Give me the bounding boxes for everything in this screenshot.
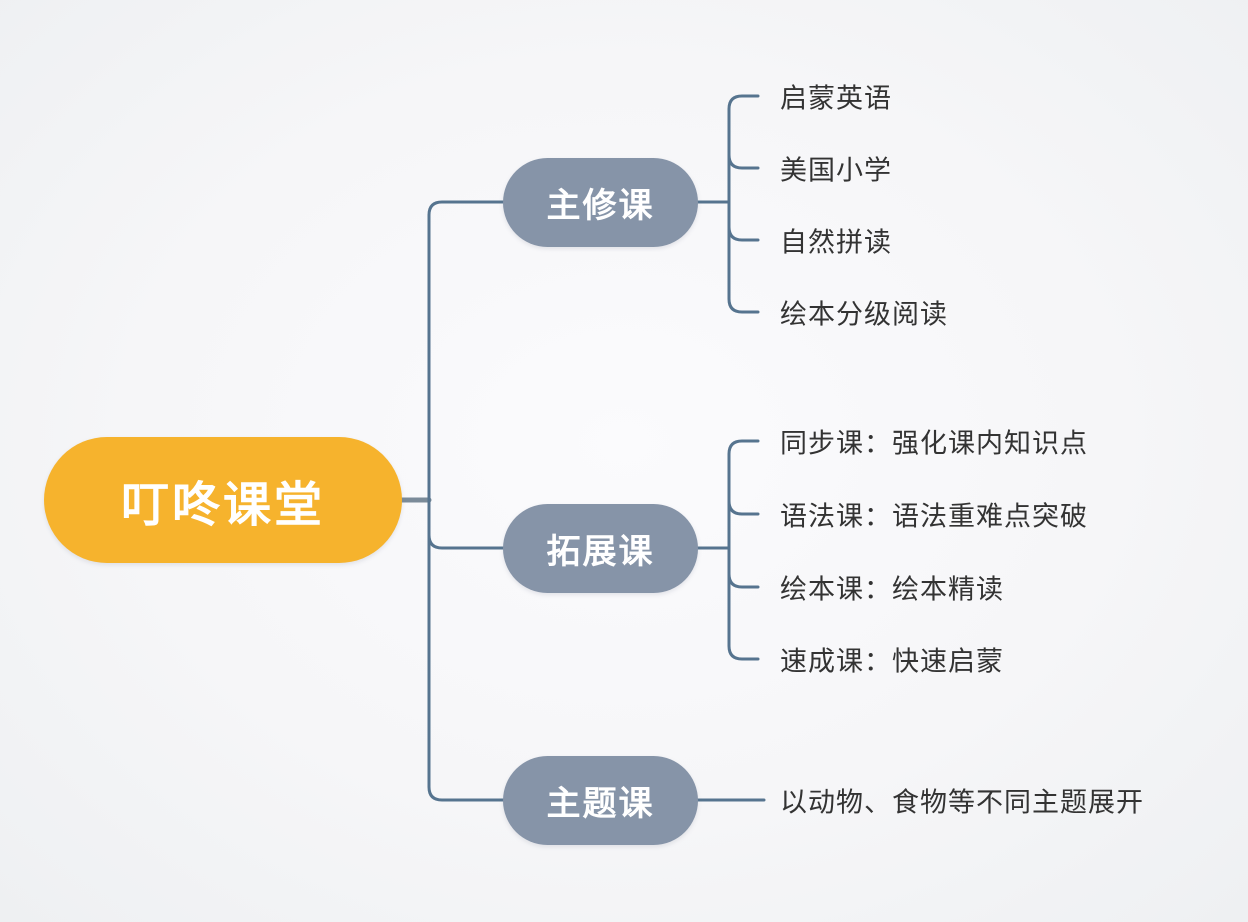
leaf-node[interactable]: 自然拼读 <box>780 227 892 258</box>
connector-branch2-comb <box>727 439 760 661</box>
branch-label: 拓展课 <box>546 533 655 571</box>
root-node[interactable]: 叮咚课堂 <box>44 437 402 563</box>
leaf-node[interactable]: 语法课：语法重难点突破 <box>780 501 1088 532</box>
leaf-node[interactable]: 启蒙英语 <box>780 83 892 114</box>
leaf-node[interactable]: 美国小学 <box>780 155 892 186</box>
connector-branch1-comb <box>727 94 760 314</box>
leaf-node[interactable]: 以动物、食物等不同主题展开 <box>780 787 1144 818</box>
leaf-node[interactable]: 同步课：强化课内知识点 <box>780 428 1088 459</box>
leaf-node[interactable]: 绘本课：绘本精读 <box>780 574 1004 605</box>
connector-trunk <box>427 200 510 802</box>
connector-branch2-leaf3 <box>727 572 760 589</box>
branch-node-main-courses[interactable]: 主修课 <box>503 158 698 247</box>
branch-node-theme-courses[interactable]: 主题课 <box>503 756 698 845</box>
root-label: 叮咚课堂 <box>120 479 325 532</box>
branch-node-expansion-courses[interactable]: 拓展课 <box>503 504 698 593</box>
connector-branch2-leaf2 <box>727 499 760 516</box>
branch-label: 主题课 <box>546 785 655 823</box>
leaf-node[interactable]: 绘本分级阅读 <box>780 299 948 330</box>
connector-branch1-leaf3 <box>727 225 760 242</box>
leaf-node[interactable]: 速成课：快速启蒙 <box>780 646 1004 677</box>
connector-branch1-leaf2 <box>727 153 760 170</box>
branch-label: 主修课 <box>546 187 655 225</box>
connector-trunk-branch2 <box>427 533 505 550</box>
